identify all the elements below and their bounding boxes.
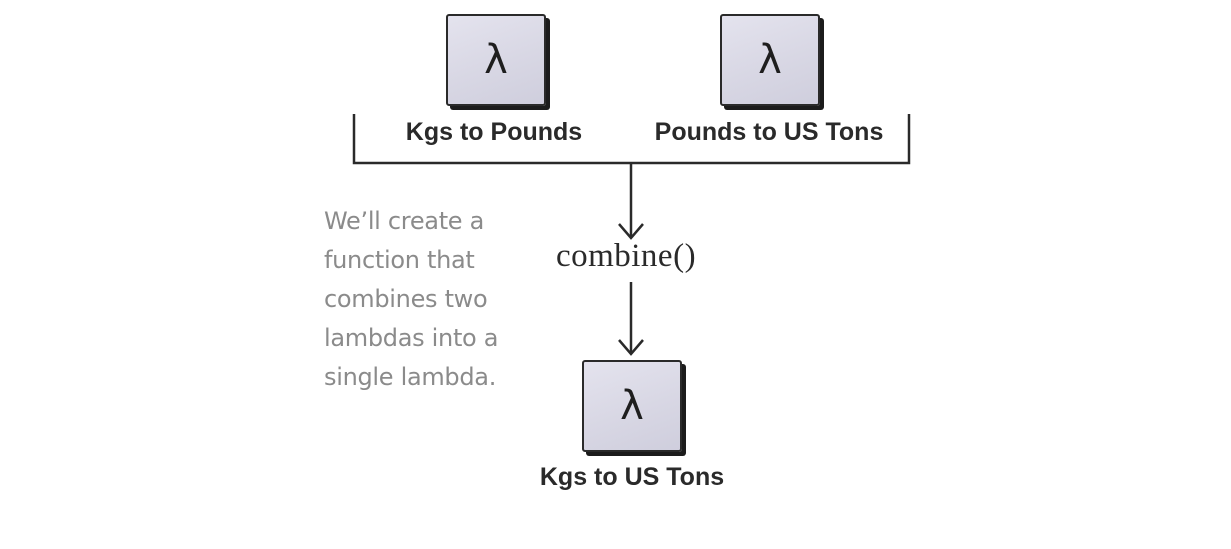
label-kgs-to-us-tons: Kgs to US Tons	[539, 463, 725, 491]
lambda-box-kgs-to-us-tons: λ	[582, 360, 682, 452]
label-pounds-to-us-tons: Pounds to US Tons	[654, 118, 884, 146]
lambda-icon: λ	[620, 383, 644, 429]
combine-function-label: combine()	[555, 238, 697, 274]
lambda-icon: λ	[758, 37, 782, 83]
lambda-icon: λ	[484, 37, 508, 83]
arrow-to-output-head	[618, 339, 644, 356]
arrow-to-combine-head	[618, 223, 644, 240]
lambda-box-pounds-to-us-tons: λ	[720, 14, 820, 106]
lambda-box-kgs-to-pounds: λ	[446, 14, 546, 106]
label-kgs-to-pounds: Kgs to Pounds	[405, 118, 583, 146]
handwritten-annotation: We’ll create a function that combines tw…	[324, 207, 499, 391]
